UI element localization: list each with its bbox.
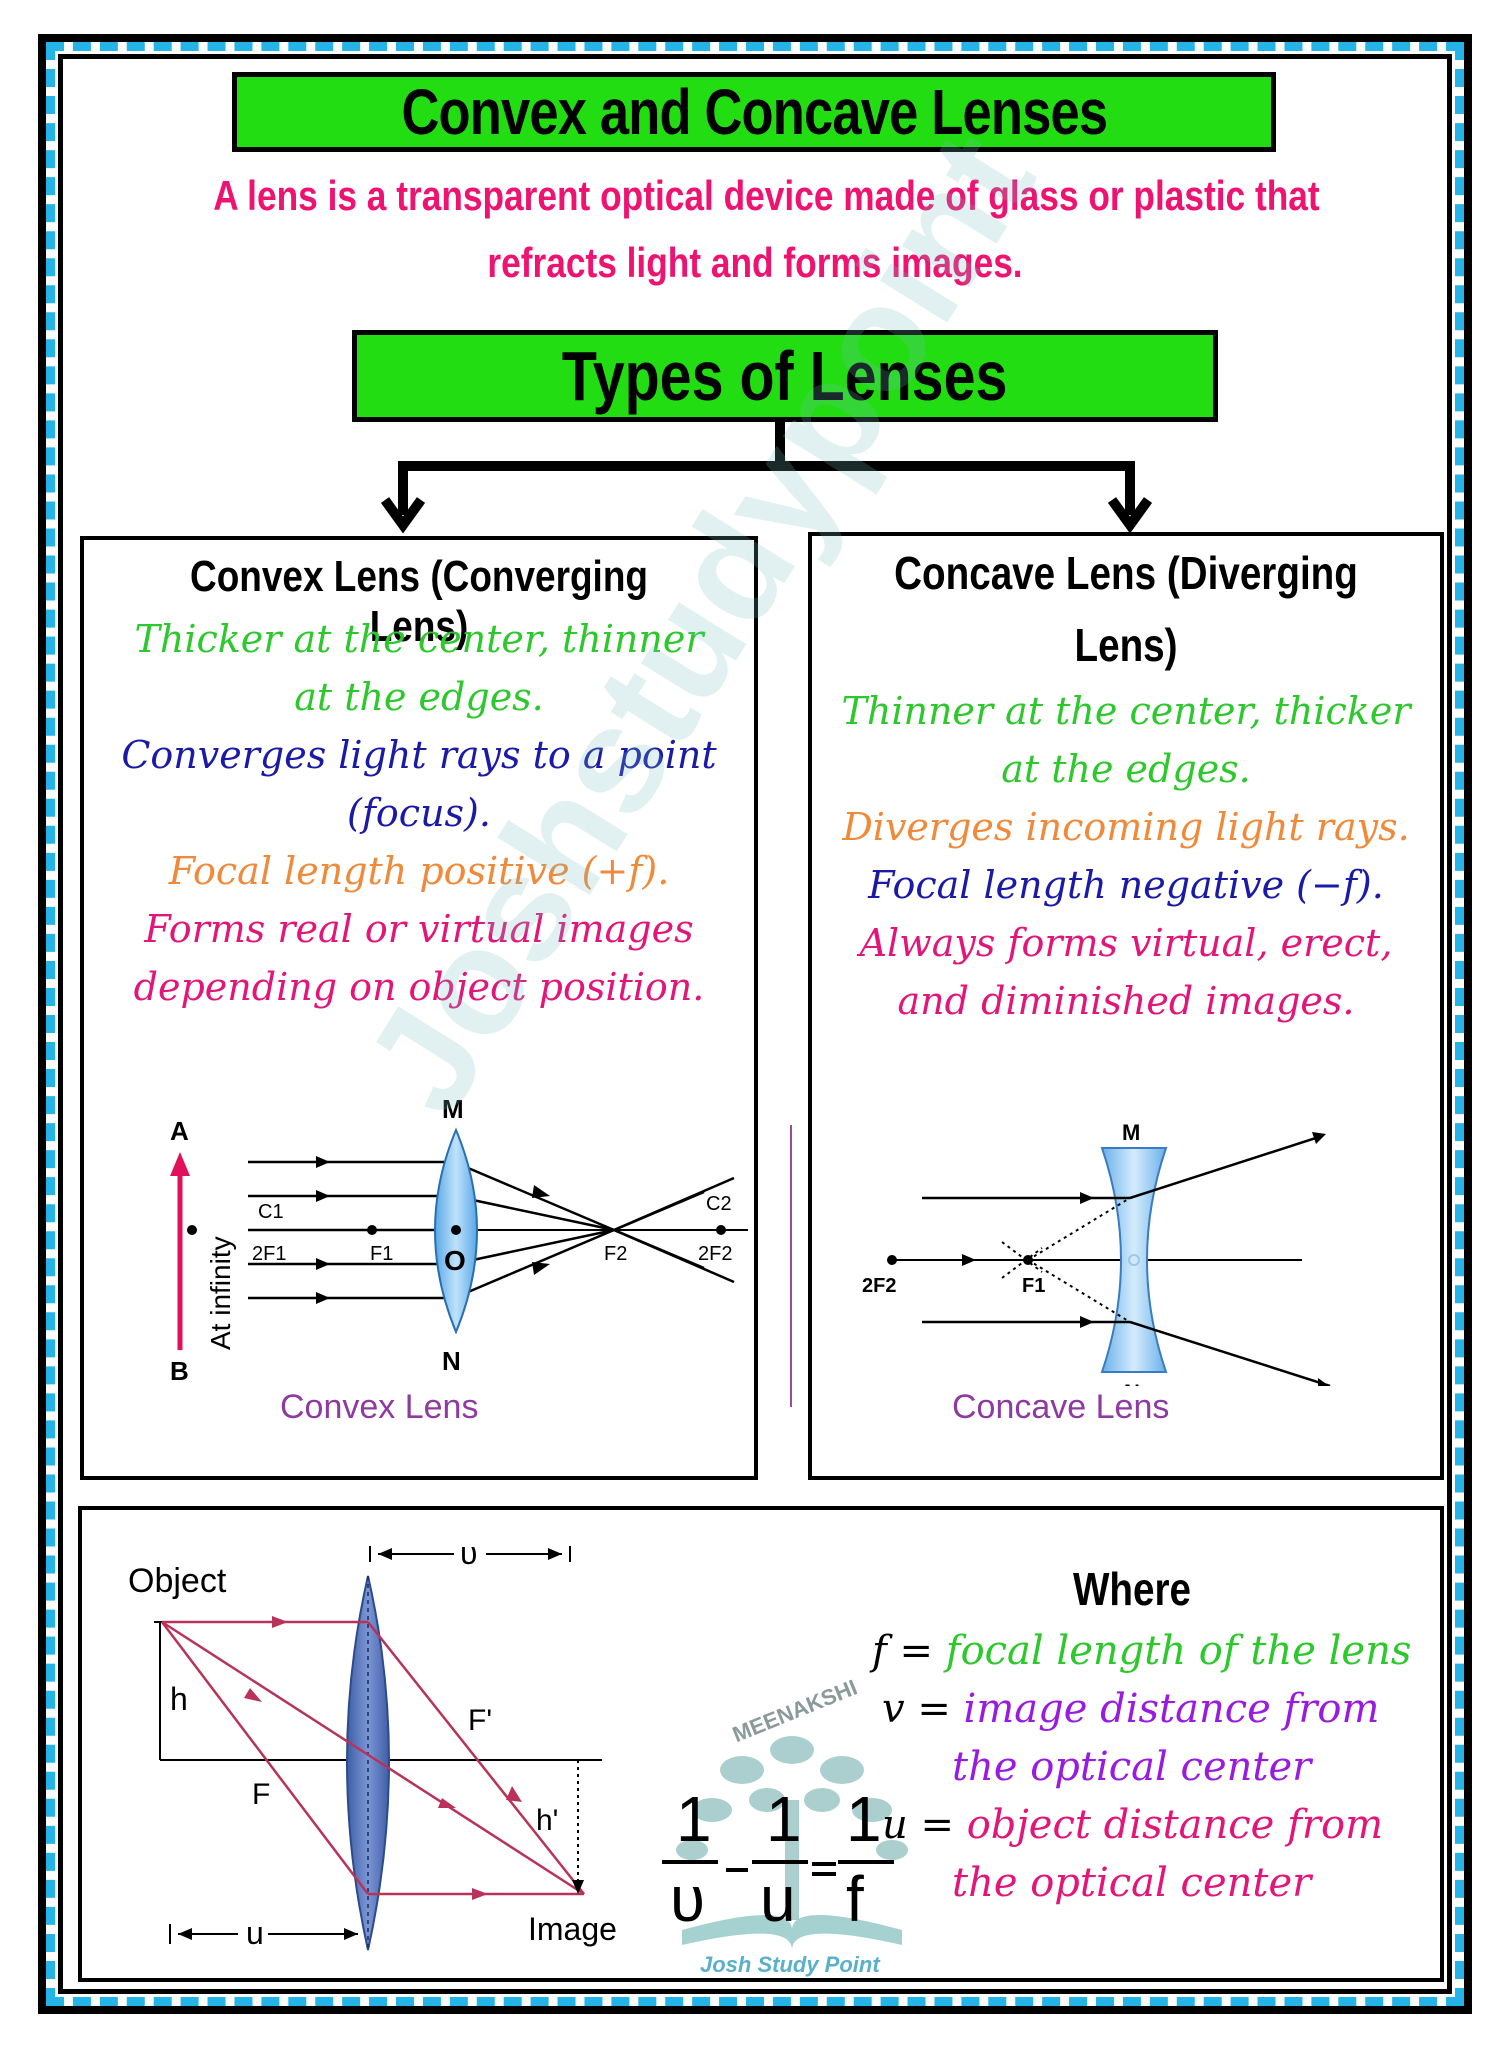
label-h: h (170, 1681, 188, 1717)
def-u-text-1: object distance from (966, 1802, 1384, 1848)
convex-label-N: N (442, 1346, 461, 1376)
convex-point-7: depending on object position. (133, 965, 705, 1009)
convex-label-C2: C2 (706, 1193, 732, 1215)
def-u-text-2: the optical center (952, 1860, 1312, 1906)
title-banner: Convex and Concave Lenses (232, 72, 1276, 152)
convex-label-C1: C1 (258, 1201, 284, 1223)
intro-line-1: A lens is a transparent optical device m… (213, 172, 1320, 219)
concave-lens-title-2: Lens) (1074, 619, 1178, 671)
convex-label-2F2: 2F2 (698, 1243, 732, 1265)
label-object: Object (128, 1562, 227, 1600)
concave-point-6: and diminished images. (897, 979, 1355, 1023)
convex-label-B: B (170, 1356, 189, 1386)
convex-label-F2: F2 (604, 1243, 627, 1265)
minus-sign (726, 1868, 748, 1872)
concave-point-1: Thinner at the center, thicker (841, 689, 1411, 733)
josh-study-point-logo: MEENAKSHI Josh Study Point (676, 1674, 908, 1977)
convex-lens-title: Convex Lens (Converging Lens) (190, 552, 648, 651)
concave-lens-title-1: Concave Lens (Diverging (894, 547, 1358, 599)
def-v-symbol: v = (882, 1686, 951, 1732)
formula-num-1: 1 (676, 1783, 712, 1855)
def-f: f = focal length of the lens (872, 1622, 1411, 1680)
def-v-text-1: image distance from (963, 1686, 1380, 1732)
concave-point-2: at the edges. (1001, 747, 1251, 791)
intro-line-2: refracts light and forms images. (487, 239, 1023, 286)
label-image: Image (528, 1911, 617, 1947)
page-title: Convex and Concave Lenses (401, 76, 1108, 148)
convex-point-5: Focal length positive (+f). (168, 849, 670, 893)
convex-point-2: at the edges. (294, 675, 544, 719)
label-F: F (252, 1778, 270, 1811)
concave-label-N: N (1124, 1380, 1140, 1386)
label-F-prime: F' (468, 1704, 492, 1737)
concave-label-F1: F1 (1022, 1275, 1045, 1297)
convex-point-4: (focus). (347, 791, 491, 835)
convex-label-2F1: 2F1 (252, 1243, 286, 1265)
formula-num-2: 1 (766, 1783, 802, 1855)
def-v: v = image distance from (882, 1680, 1379, 1738)
lens-formula: 1 υ 1 u 1 f (662, 1782, 912, 1935)
formula-den-1: υ (670, 1863, 705, 1935)
concave-lens-card: Concave Lens (Diverging Lens) Thinner at… (808, 532, 1444, 1480)
fraction-bar-2 (752, 1860, 808, 1864)
def-u-symbol: u = (882, 1802, 954, 1848)
label-h-prime: h' (536, 1804, 558, 1837)
convex-lens-diagram: A B At infinity (170, 1094, 748, 1386)
concave-label-M: M (1122, 1120, 1140, 1145)
concave-point-3: Diverges incoming light rays. (842, 805, 1410, 849)
convex-point-3: Converges light rays to a point (121, 733, 717, 777)
concave-point-5: Always forms virtual, erect, (859, 921, 1393, 965)
convex-lens-card: Convex Lens (Converging Lens) Thicker at… (80, 536, 758, 1480)
formula-num-3: 1 (846, 1783, 882, 1855)
ray-diagram: Object h F F' h' Image (128, 1535, 617, 1951)
def-v-text-2: the optical center (952, 1744, 1312, 1790)
types-banner: Types of Lenses (352, 330, 1218, 422)
concave-lens-diagram: M N 2F2 F1 (862, 1120, 1331, 1386)
fraction-bar-1 (662, 1860, 718, 1864)
convex-label-M: M (442, 1094, 464, 1124)
types-title: Types of Lenses (562, 337, 1008, 415)
label-u: u (246, 1915, 264, 1951)
convex-label-O: O (444, 1245, 466, 1276)
convex-caption: Convex Lens (280, 1388, 479, 1426)
convex-label-infinity: At infinity (205, 1236, 236, 1350)
tree-connector (380, 420, 1153, 534)
formula-den-3: f (846, 1863, 864, 1935)
convex-point-1: Thicker at the center, thinner (134, 617, 704, 661)
equals-sign (812, 1862, 836, 1876)
logo-bottom-text: Josh Study Point (700, 1952, 881, 1977)
divider-line (790, 1125, 792, 1407)
def-f-symbol: f = (872, 1628, 934, 1674)
convex-point-6: Forms real or virtual images (144, 907, 694, 951)
concave-point-4: Focal length negative (−f). (868, 863, 1384, 907)
def-u: u = object distance from (882, 1796, 1383, 1854)
concave-label-2F2: 2F2 (862, 1275, 896, 1297)
lens-formula-card: Object h F F' h' Image (78, 1506, 1444, 1982)
convex-label-A: A (170, 1116, 189, 1146)
formula-den-2: u (760, 1863, 796, 1935)
fraction-bar-3 (838, 1860, 894, 1864)
where-heading: Where (1072, 1563, 1192, 1615)
convex-label-F1: F1 (370, 1243, 393, 1265)
concave-caption: Concave Lens (952, 1388, 1170, 1426)
label-v: υ (460, 1535, 478, 1571)
def-f-text: focal length of the lens (945, 1628, 1412, 1674)
intro-text: A lens is a transparent optical device m… (110, 162, 1400, 296)
